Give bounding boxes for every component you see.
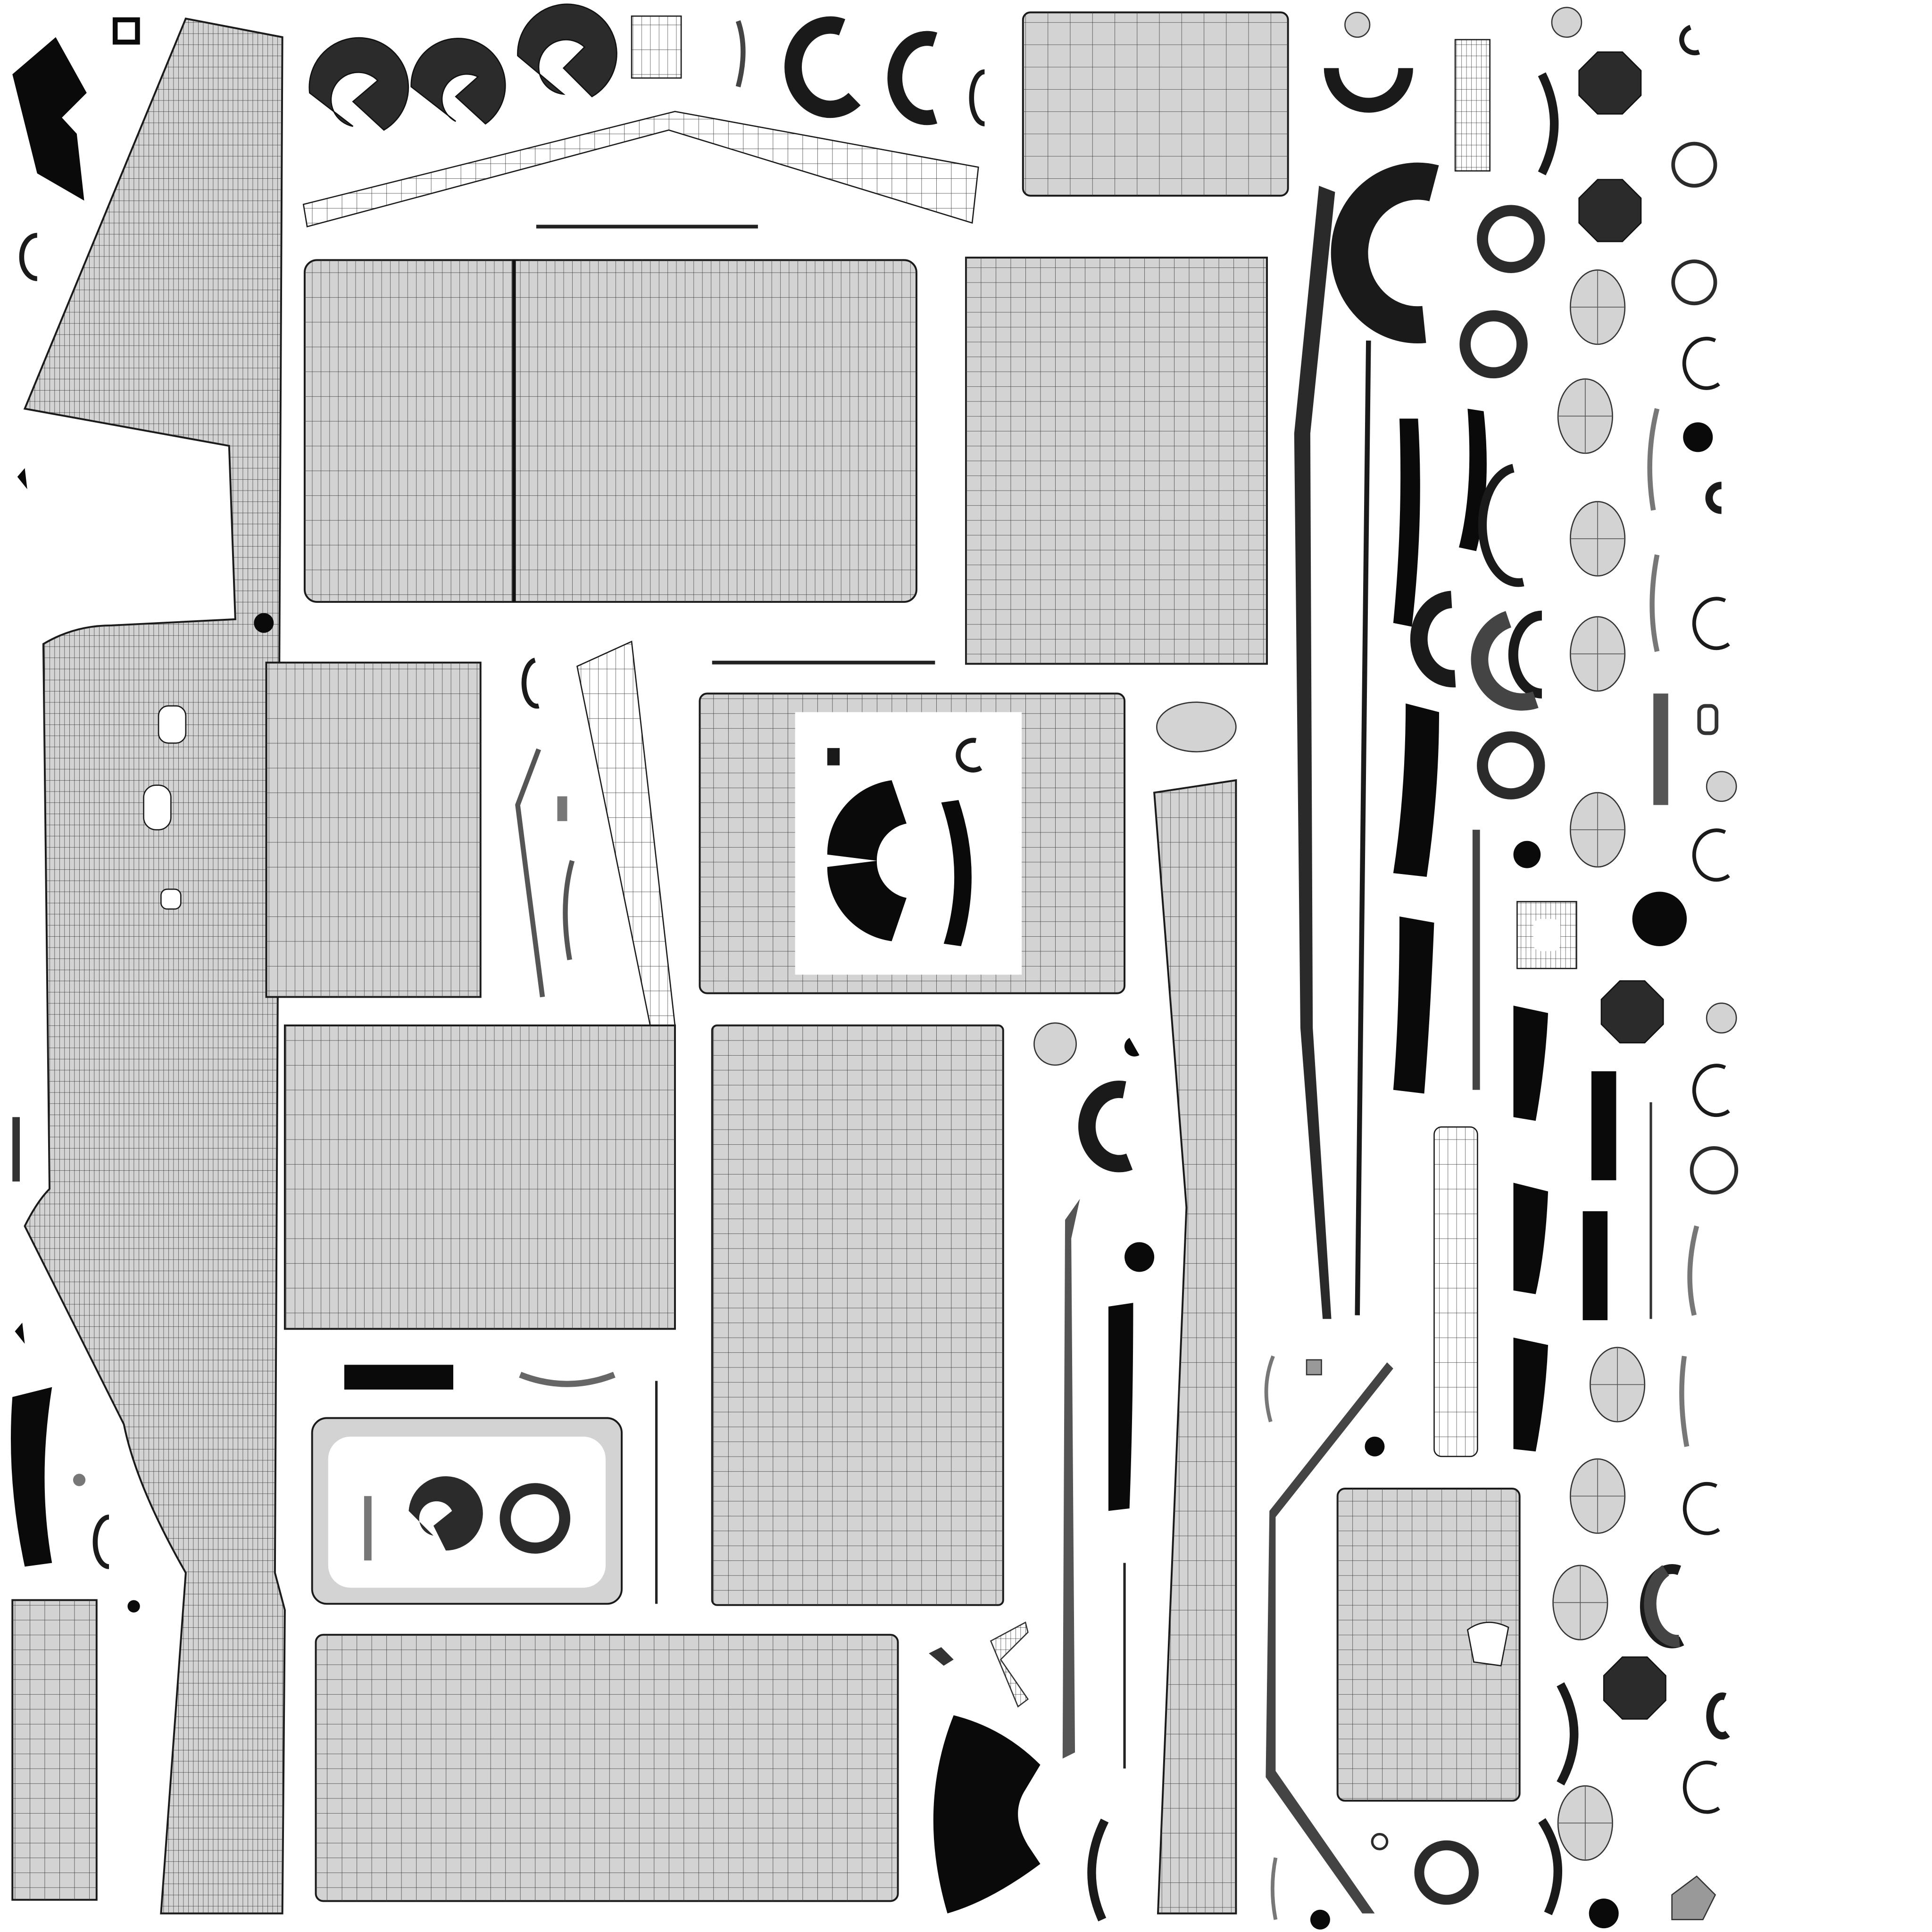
uv-island-c-shape	[1644, 1565, 1680, 1648]
uv-island-rect-panel	[303, 259, 917, 603]
uv-island-curved-band	[515, 748, 545, 998]
uv-island-long-beam	[1062, 1199, 1080, 1759]
uv-island-curved-band	[10, 408, 1616, 1567]
uv-island-curved-band	[1270, 1857, 1278, 1920]
uv-island-rect-panel	[711, 1024, 1004, 1606]
uv-island-main-strip	[23, 17, 286, 1915]
uv-island-grid	[1154, 780, 1236, 1914]
uv-island-curved-band	[1538, 1818, 1562, 1915]
uv-island-c-shape	[969, 69, 985, 126]
uv-island-curved-band	[1647, 408, 1660, 511]
uv-island-c-shape	[12, 37, 87, 201]
uv-island-long-beam	[1355, 340, 1371, 1316]
uv-island-long-beam	[1294, 185, 1335, 1319]
uv-island-rect-panel	[283, 1024, 676, 1330]
uv-island-curved-band	[1478, 464, 1524, 587]
uv-island-octagon-hub	[1578, 51, 1666, 1720]
uv-island-c-shape	[784, 16, 861, 118]
uv-island-curved-band	[1649, 554, 1660, 652]
uv-island-c-shape	[1671, 1875, 1716, 1921]
uv-island-curved-band	[1687, 1225, 1699, 1316]
uv-island-curved-band	[735, 20, 746, 88]
uv-island-rect-panel	[364, 1496, 372, 1561]
uv-island-rect-panel	[965, 257, 1268, 665]
uv-island-window-hole	[1533, 919, 1561, 951]
uv-island-rect-panel	[1653, 693, 1668, 805]
uv-island-c-shape	[887, 31, 938, 125]
uv-island-grid	[1023, 12, 1288, 196]
uv-island-curved-band	[1087, 1818, 1109, 1922]
uv-island-c-shape	[990, 1621, 1029, 1708]
uv-island-long-beam	[1433, 1126, 1478, 1457]
uv-island-roof-strip	[302, 110, 979, 228]
uv-island-c-shape	[19, 25, 1730, 1814]
uv-island-rect-panel	[1306, 1359, 1322, 1375]
uv-island-rect-panel	[311, 1417, 623, 1605]
uv-island-rect-panel	[265, 661, 482, 998]
uv-island-curved-band	[1538, 72, 1559, 175]
uv-island-c-shape	[308, 3, 617, 131]
uv-island-curved-band	[563, 860, 575, 960]
uv-island-dot	[15, 422, 1713, 1930]
uv-island-curved-band	[1557, 1682, 1579, 1786]
uv-island-disk-grid	[1553, 270, 1645, 1860]
uv-island-rect-panel	[557, 796, 567, 821]
uv-island-rect-panel	[12, 1117, 20, 1182]
uv-island-rect-panel	[11, 1599, 98, 1901]
uv-island-square-ring	[112, 17, 140, 45]
uv-island-rect-panel	[699, 692, 1126, 994]
uv-island-curved-band	[1679, 1356, 1690, 1447]
uv-island-rect-panel	[631, 15, 682, 79]
uv-island-fan-shape	[933, 1715, 1041, 1914]
uv-island-curved-band	[519, 1372, 616, 1387]
uv-island-curved-band	[1264, 1355, 1275, 1423]
uv-island-c-shape	[1471, 611, 1539, 711]
uv-island-c-shape	[929, 1647, 954, 1666]
uv-island-rect-panel	[315, 1633, 899, 1902]
uv-island-ring	[1371, 142, 1739, 1905]
uv-island-long-beam	[576, 641, 676, 1026]
uv-island-rect-panel	[1697, 704, 1719, 735]
uv-island-rect-panel	[1454, 39, 1491, 172]
uv-island-rect-panel	[1336, 1488, 1521, 1802]
